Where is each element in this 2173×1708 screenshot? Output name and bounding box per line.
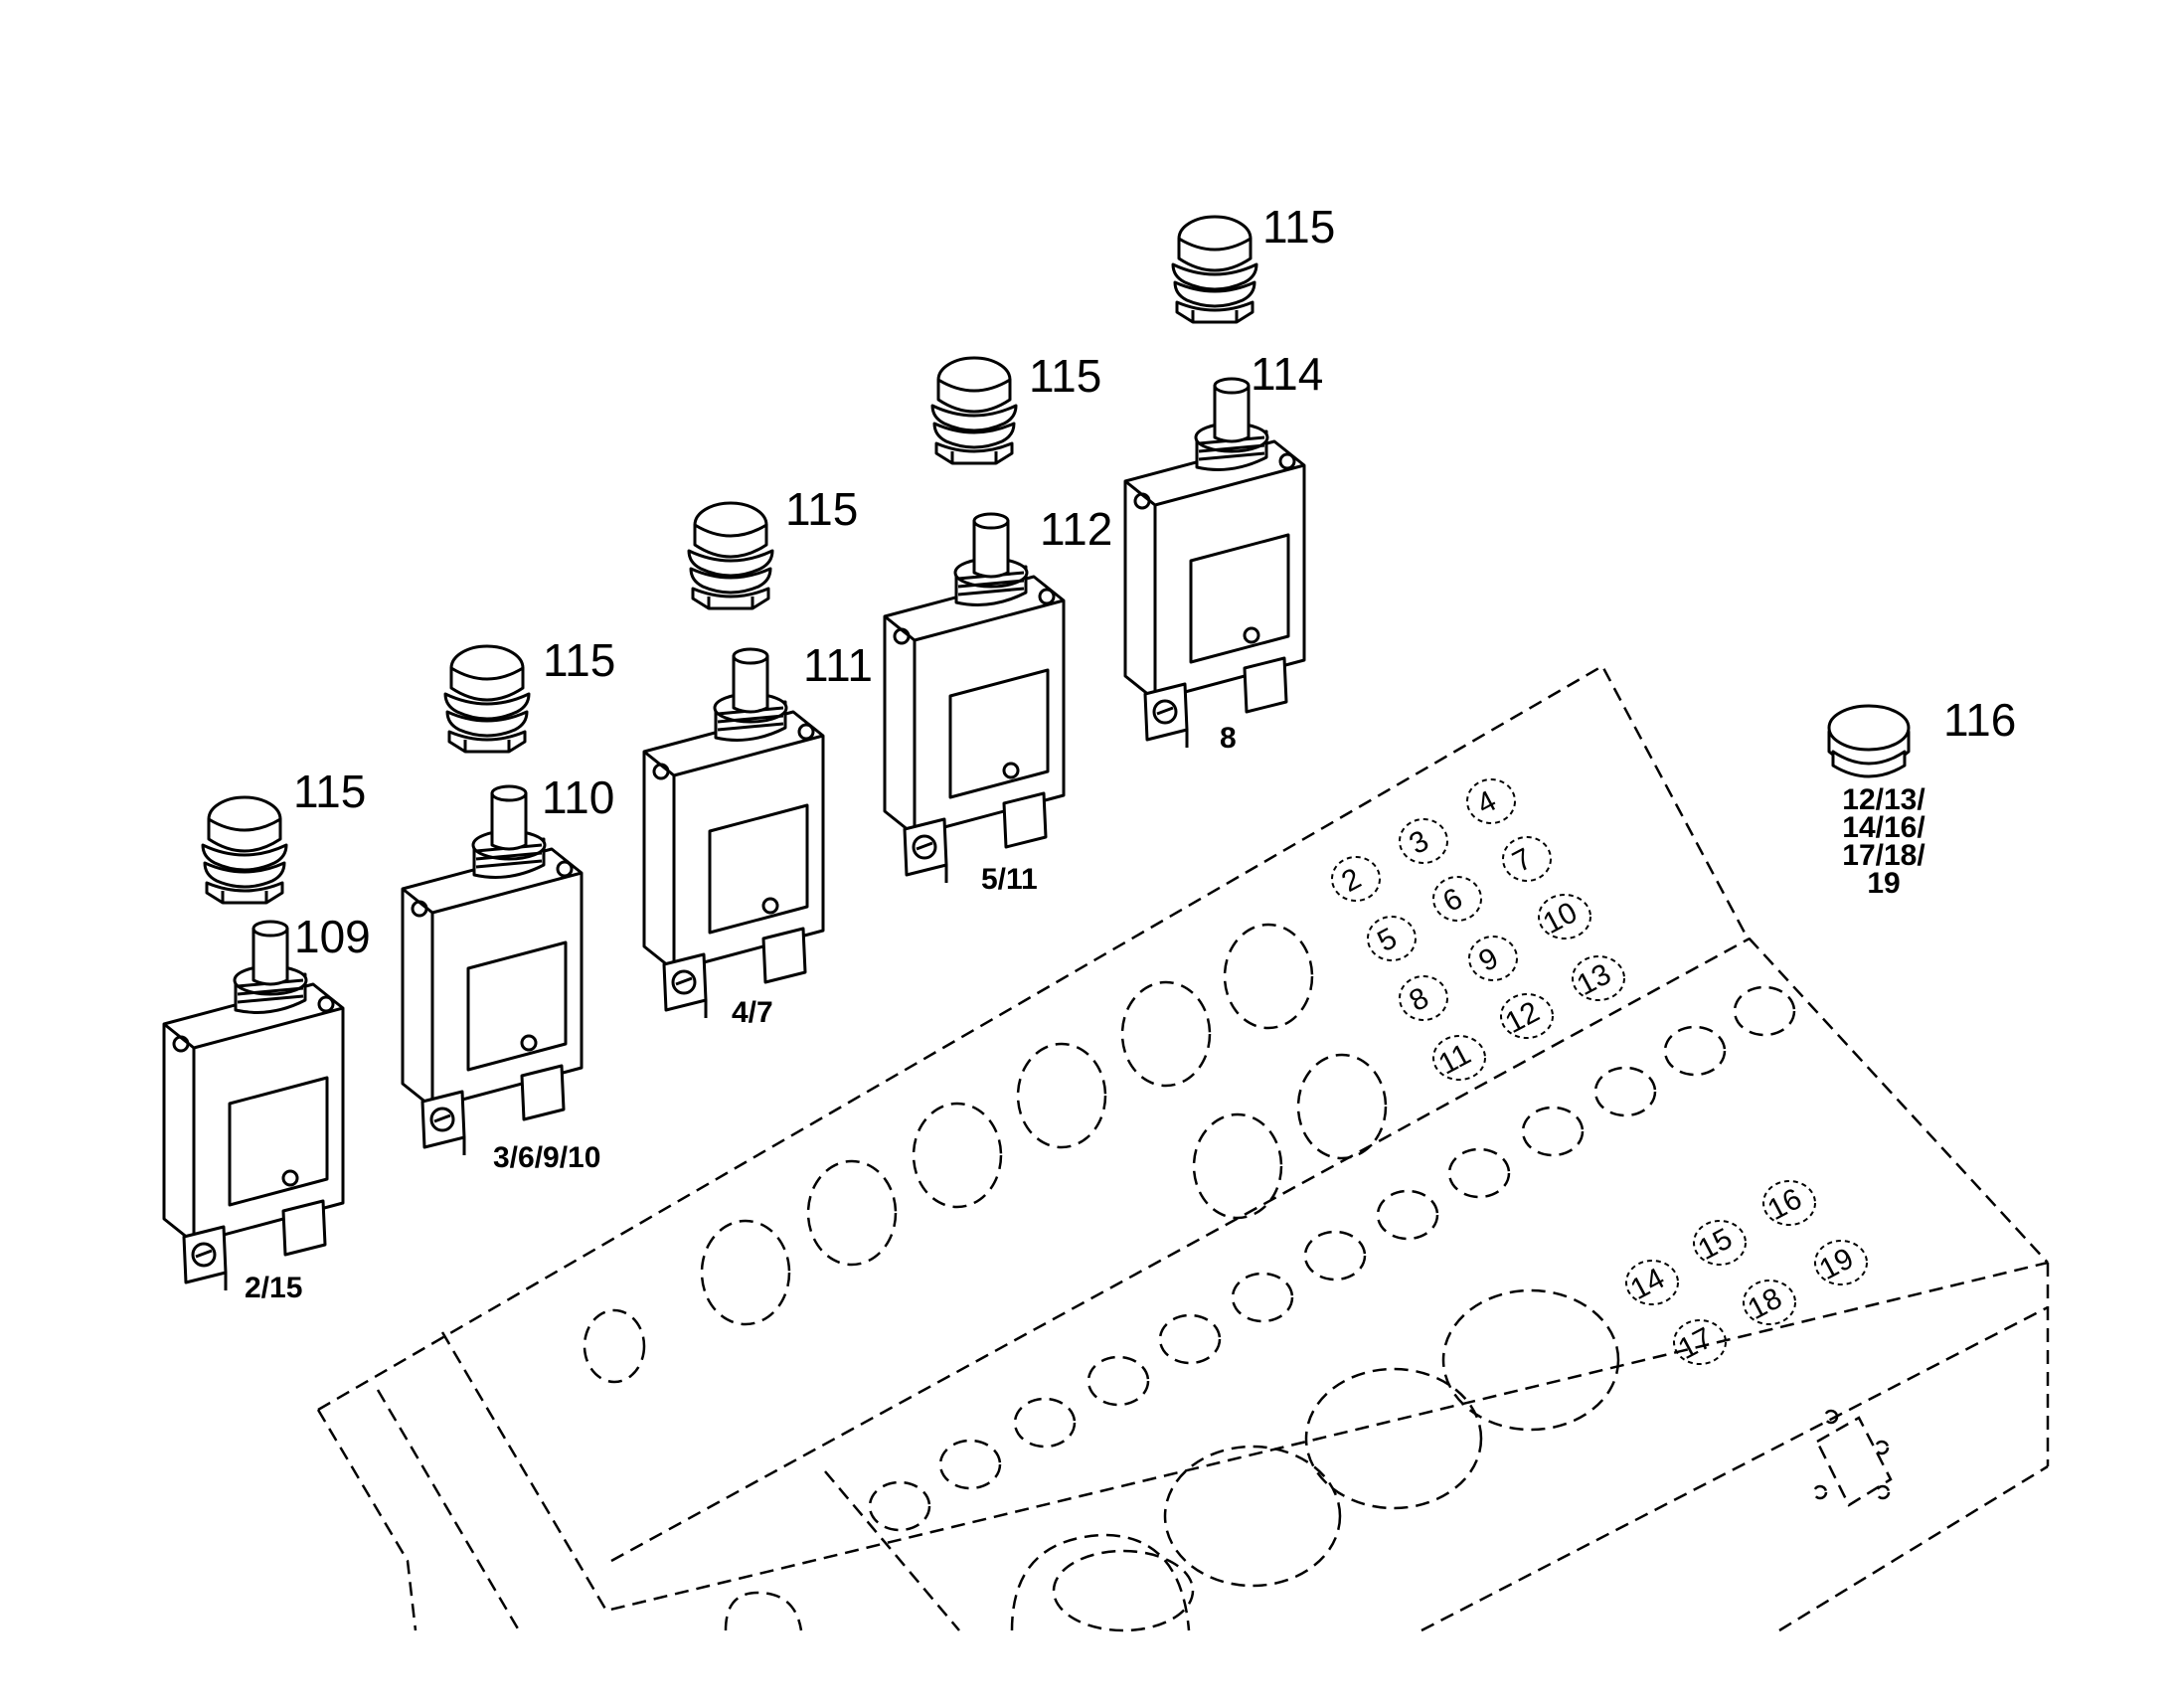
callout-plug-116: 116 (1943, 694, 2016, 746)
callout-breaker-114: 114 (1251, 348, 1323, 400)
protective-cap-c (687, 501, 774, 610)
circuit-breaker-110 (401, 784, 584, 1157)
hole-9: 9 (1468, 936, 1518, 981)
protective-cap-e (1171, 215, 1258, 324)
hole-14: 14 (1625, 1260, 1679, 1306)
panel-outline (316, 664, 2050, 1632)
hole-number: 5 (1372, 922, 1402, 958)
hole-number: 2 (1336, 862, 1366, 899)
ref-plug-116: 12/13/ 14/16/ 17/18/ 19 (1842, 783, 1925, 900)
hole-18: 18 (1743, 1280, 1796, 1326)
hole-5: 5 (1367, 916, 1417, 961)
circuit-breaker-109 (162, 920, 345, 1292)
callout-cap-c: 115 (785, 483, 858, 535)
hole-19: 19 (1814, 1240, 1868, 1286)
circuit-breaker-114 (1123, 377, 1306, 750)
blanking-plug-116 (1827, 704, 1911, 778)
hole-11: 11 (1432, 1035, 1486, 1081)
callout-breaker-112: 112 (1040, 503, 1112, 555)
callout-breaker-111: 111 (803, 639, 873, 691)
hole-6: 6 (1432, 876, 1482, 922)
callout-breaker-110: 110 (542, 771, 614, 823)
hole-3: 3 (1399, 818, 1448, 864)
hole-2: 2 (1331, 856, 1381, 902)
callout-cap-d: 115 (1029, 350, 1101, 402)
hole-16: 16 (1762, 1180, 1816, 1227)
callout-breaker-109: 109 (294, 911, 371, 962)
hole-number: 3 (1404, 824, 1433, 861)
hole-number: 6 (1437, 882, 1467, 919)
panel-cutouts (583, 923, 1893, 1632)
hole-7: 7 (1502, 836, 1552, 882)
ref-plug-116-line-3: 17/18/ (1842, 839, 1925, 872)
hole-number: 7 (1507, 842, 1537, 879)
ref-breaker-110: 3/6/9/10 (493, 1141, 600, 1174)
hole-13: 13 (1572, 955, 1625, 1002)
ref-breaker-111: 4/7 (732, 996, 773, 1029)
ref-breaker-114: 8 (1220, 722, 1237, 755)
protective-cap-d (930, 356, 1018, 465)
ref-plug-116-line-1: 12/13/ (1842, 783, 1925, 816)
hole-number: 4 (1471, 784, 1501, 821)
callout-cap-b: 115 (543, 634, 615, 686)
hole-8: 8 (1399, 975, 1448, 1021)
ref-breaker-109: 2/15 (245, 1272, 302, 1304)
ref-breaker-112: 5/11 (981, 863, 1038, 896)
circuit-breaker-111 (642, 647, 825, 1020)
hole-10: 10 (1538, 894, 1591, 940)
callout-cap-e: 115 (1262, 201, 1335, 253)
circuit-breaker-112 (883, 512, 1066, 885)
hole-number: 9 (1473, 941, 1503, 978)
protective-cap-b (443, 644, 531, 754)
hole-number: 8 (1404, 981, 1433, 1018)
protective-cap-a (201, 795, 288, 905)
callout-cap-a: 115 (293, 766, 366, 817)
ref-plug-116-line-2: 14/16/ (1842, 811, 1925, 844)
hole-4: 4 (1466, 778, 1516, 824)
ref-plug-116-line-4: 19 (1867, 867, 1900, 900)
hole-12: 12 (1500, 993, 1554, 1040)
hole-15: 15 (1693, 1220, 1747, 1267)
